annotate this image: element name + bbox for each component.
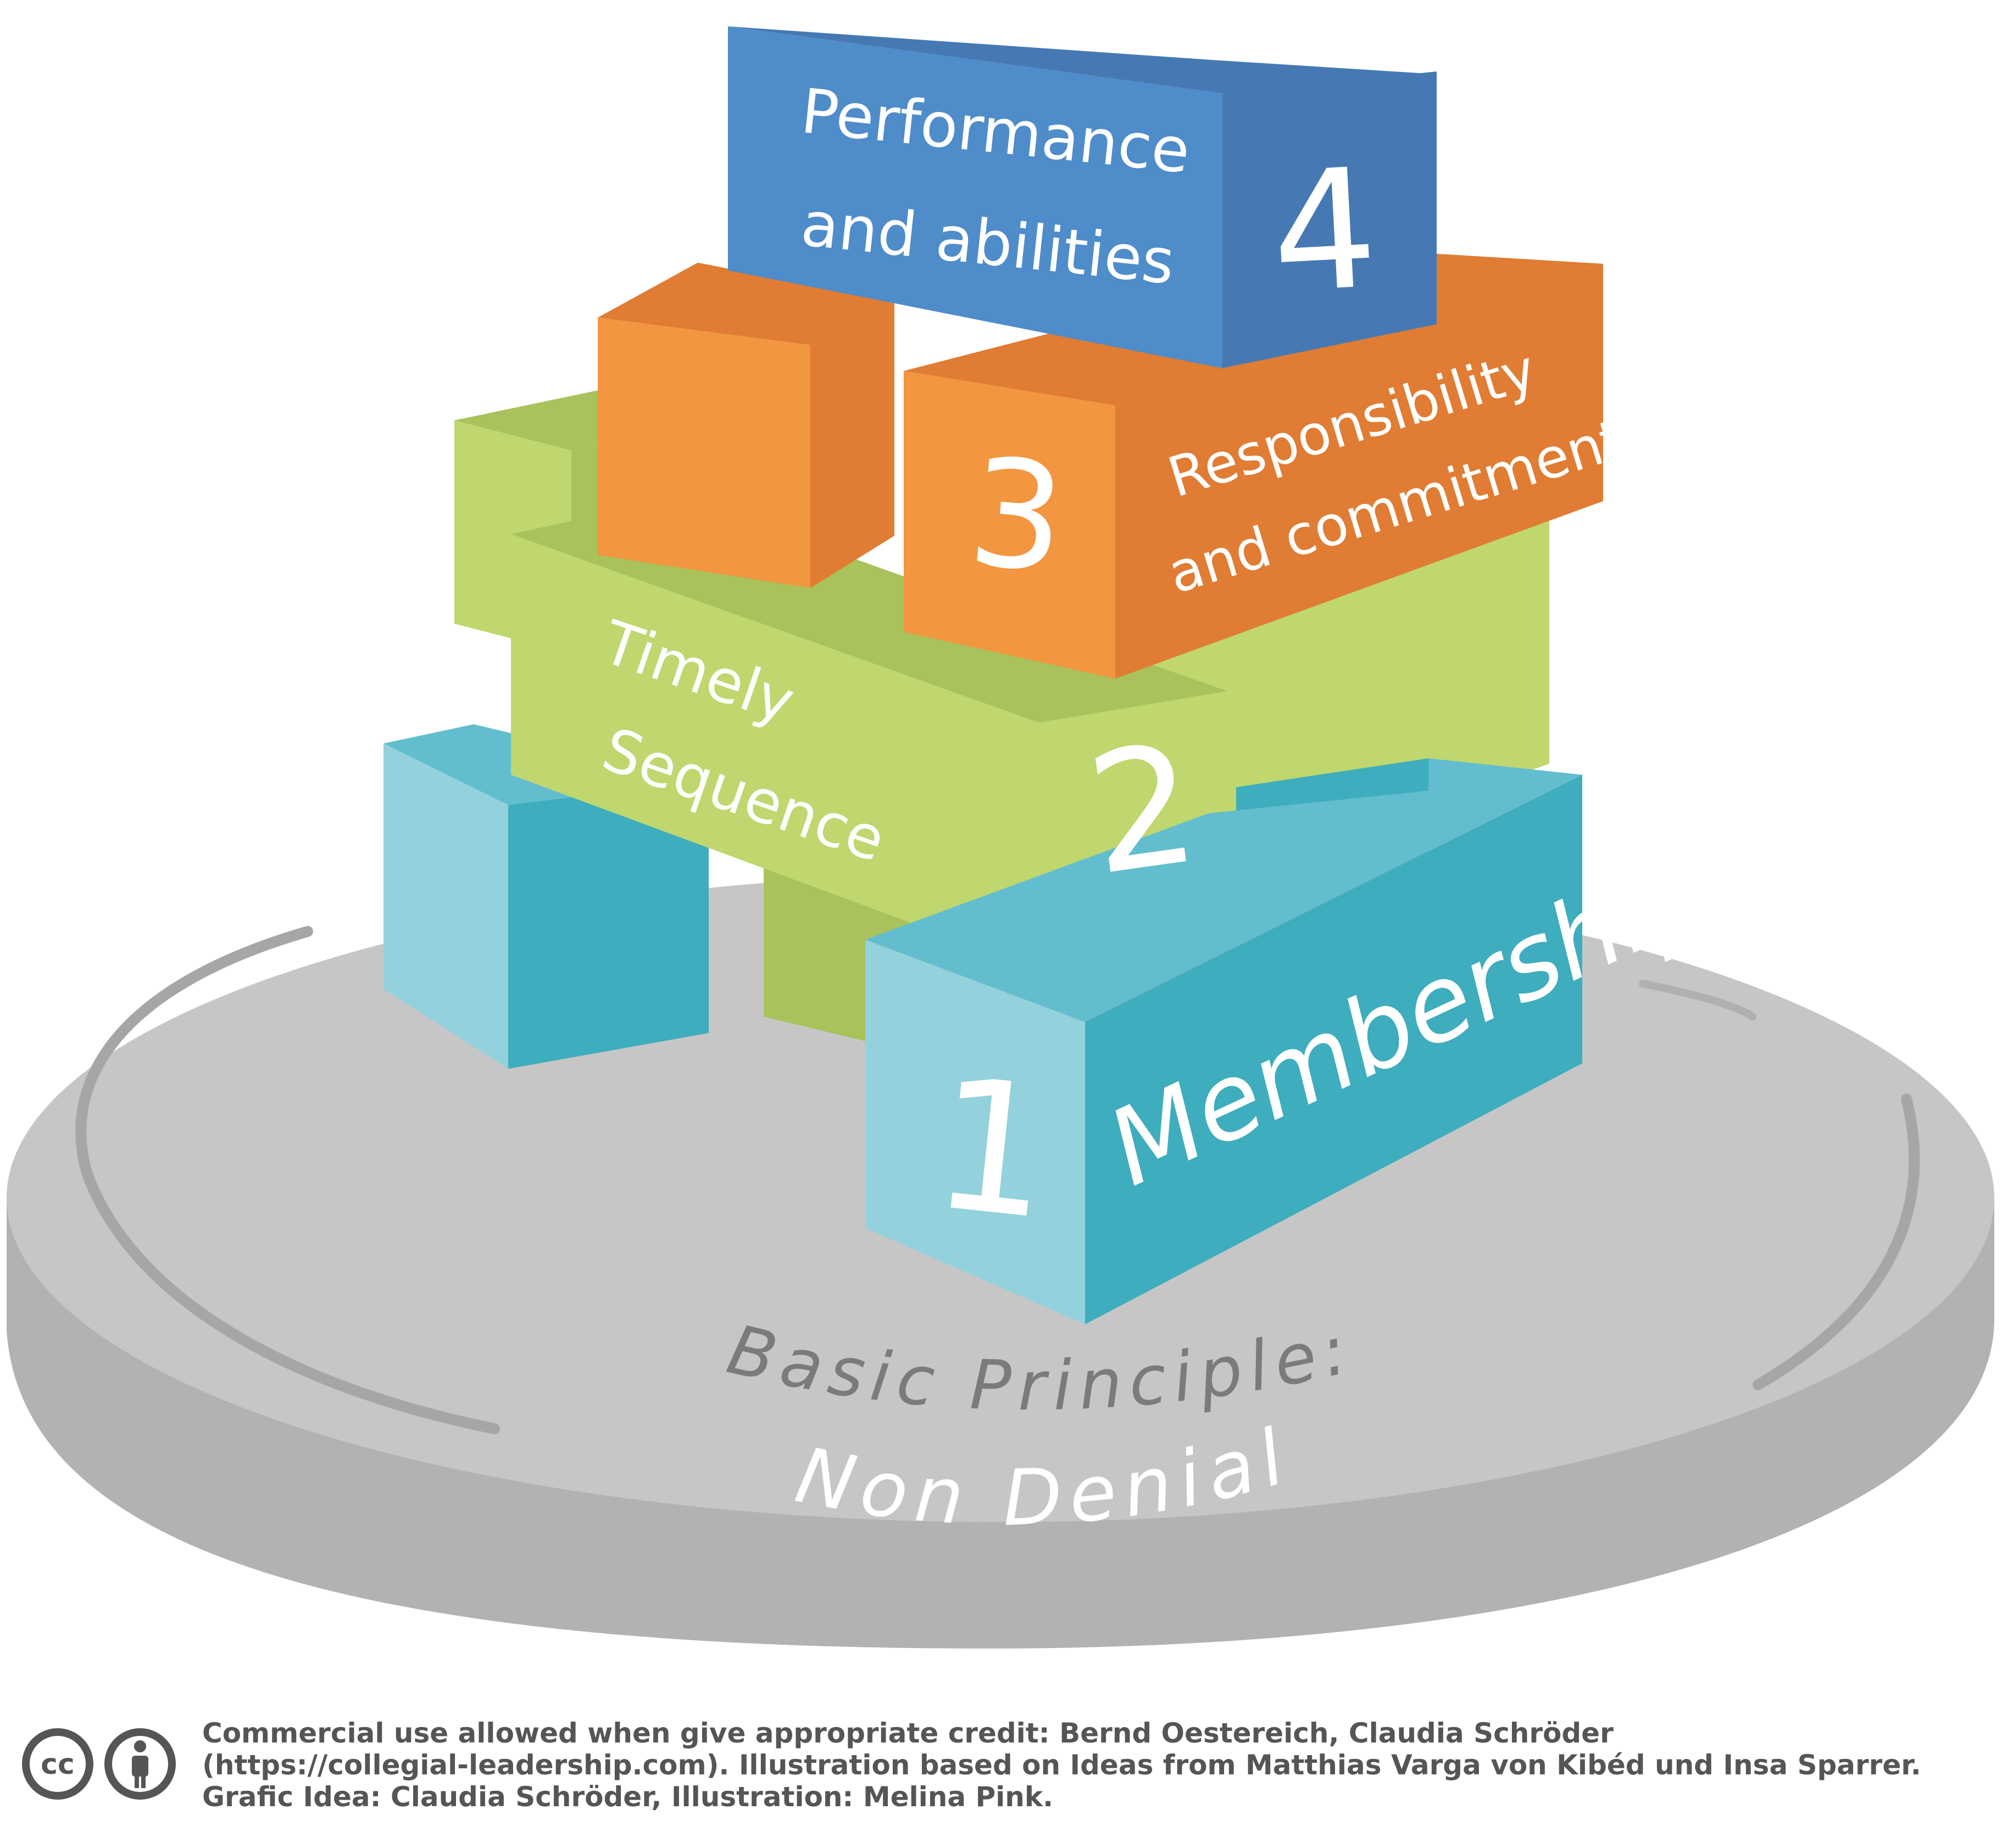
credits-line-3: Grafic Idea: Claudia Schröder, Illustrat…	[202, 1781, 1054, 1813]
block-side	[508, 780, 709, 1069]
block-side	[1222, 71, 1437, 368]
block-front	[728, 26, 1222, 368]
license-icons-svg: cc	[22, 1728, 176, 1800]
platform-rim-groove	[1639, 980, 1756, 1020]
block-top	[728, 26, 1437, 93]
block-front	[383, 743, 508, 1069]
level-4-number: 4	[1267, 133, 1382, 330]
block-front	[865, 940, 1085, 1324]
block-front	[511, 534, 1038, 970]
license-icons: cc	[22, 1725, 187, 1802]
svg-text:cc: cc	[41, 1748, 75, 1781]
credits-line-2: (https://collegial-leadership.com). Illu…	[202, 1749, 1921, 1781]
level-3-number: 3	[963, 425, 1072, 606]
block-front	[904, 371, 1115, 679]
platform-rim-groove	[75, 926, 500, 1434]
credits-line-1: Commercial use allowed when give appropr…	[202, 1717, 1614, 1749]
block-side	[810, 301, 894, 588]
block-side	[1115, 264, 1603, 679]
cc-icon: cc	[22, 1728, 93, 1800]
block-side	[1085, 775, 1582, 1324]
block-front	[598, 318, 810, 588]
block-top	[865, 775, 1582, 1022]
block-top	[598, 263, 894, 345]
level-3-back-block	[598, 263, 894, 588]
attribution-person-icon	[104, 1728, 176, 1800]
level-4-block	[728, 26, 1437, 368]
credits-footer: Commercial use allowed when give appropr…	[202, 1717, 1971, 1813]
block-side	[1423, 517, 1549, 808]
level-1-block	[865, 775, 1582, 1324]
level-1-number: 1	[924, 1038, 1061, 1260]
platform-rim-groove	[1753, 1094, 1920, 1390]
